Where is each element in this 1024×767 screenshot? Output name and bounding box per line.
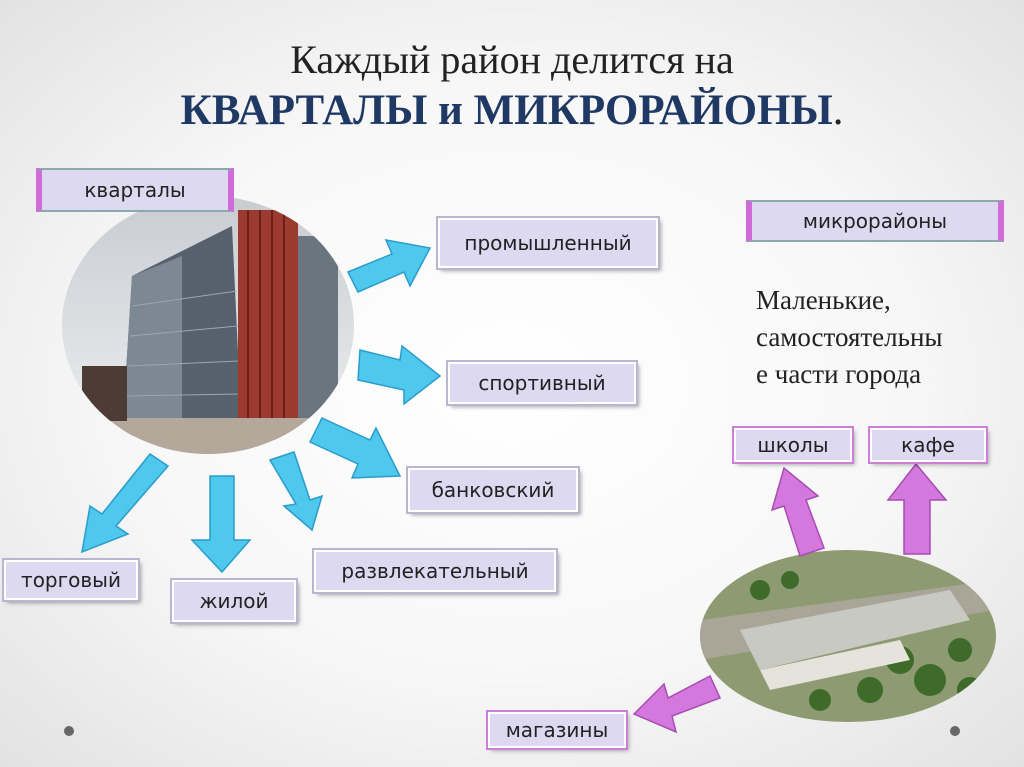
block-type-entertainment: развлекательный [314, 550, 556, 592]
slide-nav-dot-left [64, 726, 74, 736]
slide-title-emphasis: КВАРТАЛЫ и МИКРОРАЙОНЫ [180, 87, 833, 134]
description-line: Маленькие, [756, 285, 891, 315]
aerial-district-illustration [700, 550, 996, 722]
aerial-district-photo [700, 550, 996, 722]
arrow-to-cafe [886, 462, 948, 555]
arrow-to-residential [190, 475, 252, 574]
microdistrict-shops: магазины [488, 712, 626, 748]
microdistricts-header: микрорайоны [746, 200, 1004, 242]
slide-title-line1: Каждый район делится на [290, 37, 734, 82]
description-line: самостоятельны [756, 321, 943, 352]
block-type-trade: торговый [4, 560, 138, 600]
arrow-to-shops [632, 674, 722, 734]
blocks-header: кварталы [36, 168, 234, 212]
arrow-to-entertainment [268, 451, 324, 532]
slide-title-period: . [832, 87, 844, 134]
block-type-sports: спортивный [448, 362, 636, 404]
slide-title-line2: КВАРТАЛЫ и МИКРОРАЙОНЫ. [0, 86, 1024, 135]
microdistricts-description: Маленькие, самостоятельны е части города [756, 282, 1006, 393]
block-type-industrial: промышленный [438, 218, 658, 268]
microdistrict-schools: школы [734, 428, 852, 462]
arrow-to-schools [770, 466, 825, 557]
arrow-to-banking [308, 417, 402, 479]
arrow-to-industrial [346, 239, 432, 293]
arrow-to-sports [357, 344, 442, 406]
block-type-residential: жилой [172, 580, 296, 622]
microdistrict-cafe: кафе [870, 428, 986, 462]
slide-nav-dot-right [950, 726, 960, 736]
block-type-banking: банковский [408, 468, 578, 512]
arrow-to-trade [81, 452, 170, 554]
description-line: е части города [756, 358, 922, 389]
